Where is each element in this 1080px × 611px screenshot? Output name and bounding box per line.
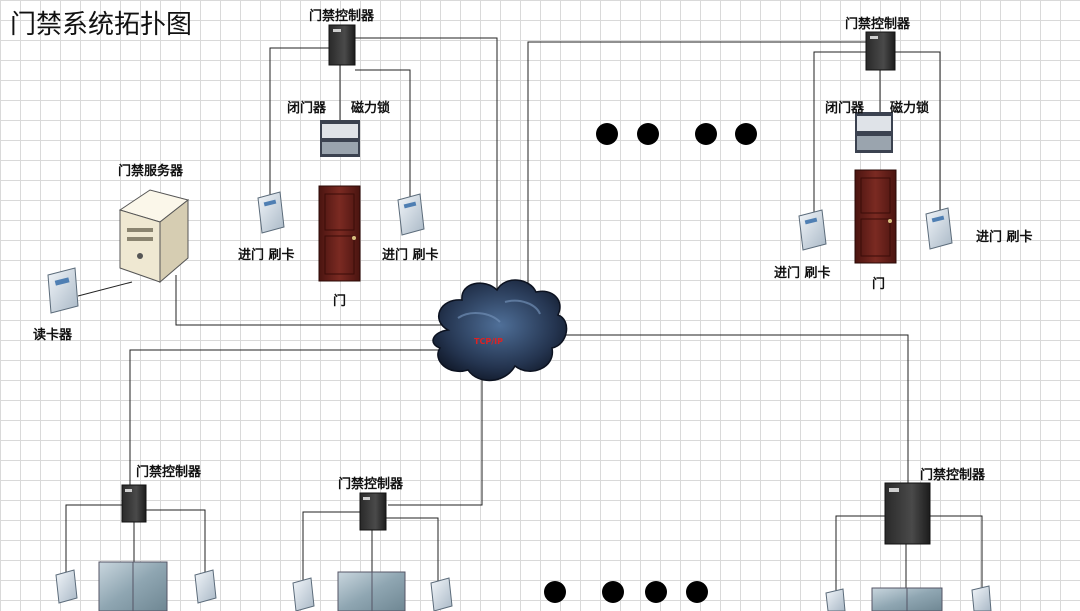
controller-icon-bottom-right [884, 482, 931, 545]
maglock-icon-top-left [320, 120, 360, 157]
maglock-icon-top-right [855, 112, 893, 153]
link-ctrl-bm [388, 380, 483, 506]
link-ctrl-br [560, 334, 909, 485]
door-icon-top-left [318, 185, 361, 282]
card-reader-icon-bl-right [194, 569, 217, 604]
door-label-top-right: 门 [872, 277, 886, 292]
ellipsis-dots-top [596, 123, 757, 145]
card-reader-icon-tl-right [397, 193, 425, 236]
link-tl-closer [269, 47, 330, 200]
controller-label-top-right: 门禁控制器 [845, 17, 911, 32]
link-ctrl-tl [355, 37, 498, 300]
controller-icon-bottom-mid [359, 492, 387, 531]
reader-label-tr-right: 进门 刷卡 [976, 230, 1033, 245]
link-tl-lock [355, 69, 411, 200]
link-server [175, 275, 445, 326]
card-reader-icon-bl-left [55, 569, 78, 604]
link-bm-right [386, 517, 439, 582]
network-label: TCP/IP [474, 337, 503, 346]
card-reader-icon-bm-right [430, 577, 453, 611]
server-label: 门禁服务器 [118, 164, 184, 179]
card-reader-icon-tr-left [798, 209, 827, 251]
controller-icon-top-right [865, 31, 896, 71]
door-label-top-left: 门 [333, 294, 347, 309]
glass-door-icon-bottom-mid [337, 571, 406, 611]
link-ctrl-bl [129, 349, 440, 488]
controller-label-top-left: 门禁控制器 [309, 9, 375, 24]
closer-label-top-right: 闭门器 [825, 101, 865, 116]
card-reader-icon-br-right [971, 585, 992, 611]
closer-label-top-left: 闭门器 [287, 101, 327, 116]
reader-label-tl-left: 进门 刷卡 [238, 248, 295, 263]
card-reader-icon-tl-left [257, 191, 285, 234]
network-cloud [432, 279, 568, 382]
controller-icon-top-left [328, 24, 356, 66]
controller-label-bottom-mid: 门禁控制器 [338, 477, 404, 492]
link-br-right [930, 515, 983, 588]
controller-label-bottom-right: 门禁控制器 [920, 468, 986, 483]
card-reader-icon-tr-right [925, 207, 953, 250]
link-tr-closer [813, 51, 866, 215]
link-bm-left [302, 511, 360, 582]
link-reader-server [77, 281, 133, 297]
link-br-left [835, 515, 885, 592]
controller-icon-bottom-left [121, 484, 147, 523]
server-icon [118, 189, 190, 284]
reader-label-tr-left: 进门 刷卡 [774, 266, 831, 281]
ellipsis-dots-bottom [544, 581, 708, 603]
card-reader-icon-br-left [825, 588, 846, 611]
link-ctrl-tr [527, 41, 866, 300]
maglock-label-top-right: 磁力锁 [890, 101, 930, 116]
link-tr-lock [895, 51, 941, 215]
link-bl-left [65, 504, 122, 575]
card-reader-icon-server [47, 267, 79, 314]
link-bl-right [146, 509, 206, 575]
glass-door-icon-bottom-right [871, 587, 943, 611]
controller-label-bottom-left: 门禁控制器 [136, 465, 202, 480]
card-reader-icon-bm-left [292, 577, 315, 611]
connection-lines [65, 37, 983, 592]
reader-label-tl-right: 进门 刷卡 [382, 248, 439, 263]
server-reader-label: 读卡器 [33, 328, 73, 343]
glass-door-icon-bottom-left [98, 561, 168, 611]
maglock-label-top-left: 磁力锁 [351, 101, 391, 116]
door-icon-top-right [854, 169, 897, 264]
diagram-title: 门禁系统拓扑图 [10, 10, 193, 40]
